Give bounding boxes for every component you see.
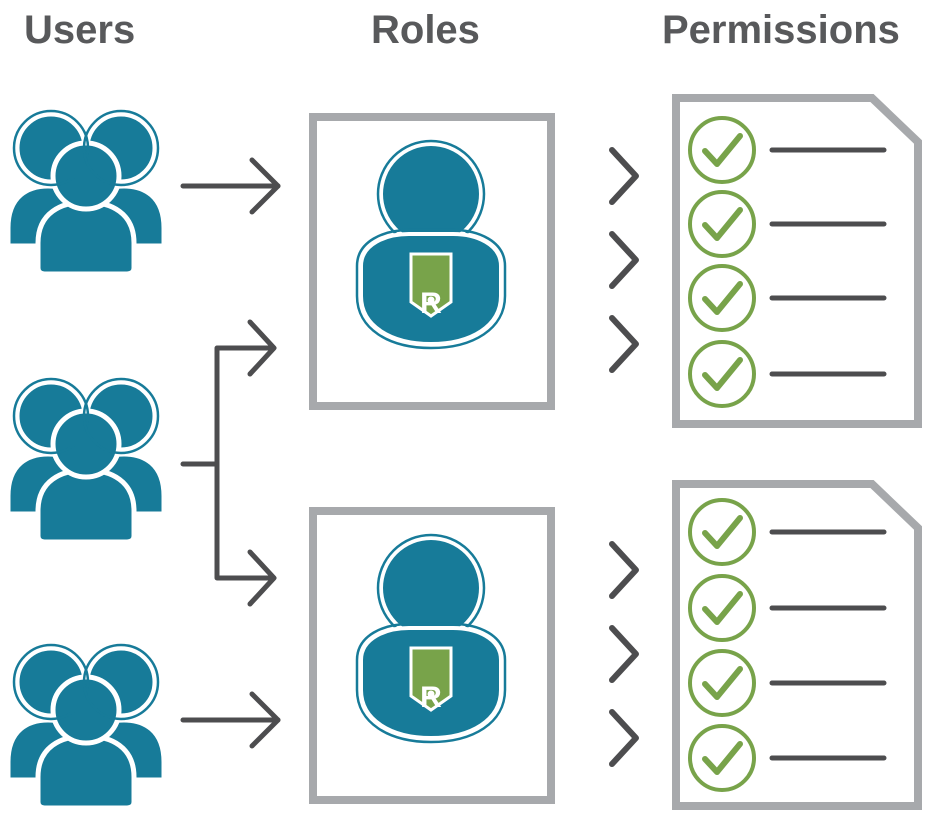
role-box-1: R — [309, 113, 555, 410]
user-group-3-icon — [8, 645, 164, 808]
chevron-right-icon — [609, 315, 639, 373]
permission-list-2 — [672, 480, 922, 810]
role-badge-letter: R — [420, 287, 442, 320]
arrow-right-icon — [180, 691, 281, 749]
permission-list-1 — [672, 94, 922, 428]
chevron-right-icon — [609, 541, 639, 599]
chevron-right-icon — [609, 231, 639, 289]
role-box-2: R — [309, 507, 555, 804]
check-circle-icon — [690, 342, 754, 406]
check-circle-icon — [690, 726, 754, 790]
check-circle-icon — [690, 651, 754, 715]
chevron-right-icon — [609, 147, 639, 205]
check-circle-icon — [690, 500, 754, 564]
role-badge-letter: R — [420, 681, 442, 714]
permissions-heading: Permissions — [662, 8, 900, 52]
check-circle-icon — [690, 118, 754, 182]
branch-arrow-icon — [180, 319, 277, 607]
user-group-1-icon — [8, 111, 164, 274]
arrow-right-icon — [180, 157, 281, 215]
check-circle-icon — [690, 192, 754, 256]
user-group-2-icon — [8, 379, 164, 542]
chevron-right-icon — [609, 625, 639, 683]
check-circle-icon — [690, 576, 754, 640]
check-circle-icon — [690, 266, 754, 330]
roles-heading: Roles — [371, 8, 480, 52]
chevron-right-icon — [609, 709, 639, 767]
users-heading: Users — [24, 8, 136, 52]
